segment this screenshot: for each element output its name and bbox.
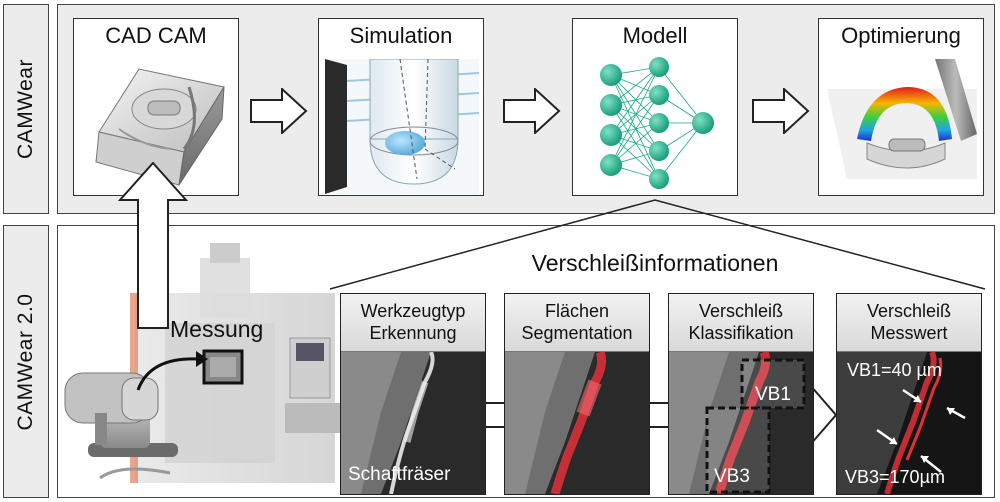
feedback-up-arrow bbox=[118, 162, 188, 329]
tile-segmentation: Flächen Segmentation bbox=[504, 293, 650, 495]
card-title: Modell bbox=[622, 23, 688, 48]
vb3-label: VB3 bbox=[714, 466, 750, 487]
tile-klassifikation: Verschleiß Klassifikation VB1 VB3 bbox=[668, 293, 814, 495]
tile-title-line2: Erkennung bbox=[369, 323, 457, 343]
tile-title-line2: Messwert bbox=[870, 323, 948, 343]
card-title: Optimierung bbox=[841, 23, 961, 48]
classification-micrograph bbox=[669, 352, 813, 494]
card-title: Simulation bbox=[349, 23, 453, 48]
neural-network-image bbox=[600, 57, 714, 189]
tile-werkzeugtyp: Werkzeugtyp Erkennung Schaftfräser bbox=[340, 293, 486, 495]
vb3-value-label: VB3=170µm bbox=[845, 467, 945, 487]
tile-title-line1: Verschleiß bbox=[866, 301, 952, 321]
tool-type-label: Schaftfräser bbox=[348, 464, 451, 485]
flow-arrow-3 bbox=[752, 88, 810, 134]
camwear-side-label: CAMWear bbox=[3, 4, 49, 214]
vb1-label: VB1 bbox=[755, 384, 791, 405]
segmentation-micrograph bbox=[505, 352, 649, 494]
measurement-micrograph bbox=[837, 352, 981, 494]
tile-title-line1: Flächen bbox=[544, 301, 610, 321]
tile-title-line2: Klassifikation bbox=[688, 323, 794, 343]
card-simulation: Simulation bbox=[318, 18, 484, 196]
card-modell: Modell bbox=[572, 18, 738, 196]
tile-title-line2: Segmentation bbox=[521, 323, 633, 343]
tile-title-line1: Verschleiß bbox=[698, 301, 784, 321]
wear-info-title: Verschleißinformationen bbox=[531, 250, 779, 276]
optimization-heatmap-image bbox=[827, 59, 977, 179]
card-optimierung: Optimierung bbox=[818, 18, 984, 196]
measurement-label: Messung bbox=[170, 316, 264, 342]
tile-title-line1: Werkzeugtyp bbox=[360, 301, 466, 321]
flow-arrow-2 bbox=[503, 88, 561, 134]
wear-info-triangle bbox=[329, 199, 986, 290]
flow-arrow-1 bbox=[250, 88, 308, 134]
tool-micrograph bbox=[341, 352, 485, 494]
cad-part-image bbox=[95, 68, 225, 186]
card-title: CAD CAM bbox=[105, 23, 207, 48]
simulation-image bbox=[325, 59, 479, 194]
camwear2-side-label: CAMWear 2.0 bbox=[3, 225, 49, 498]
tile-messwert: Verschleiß Messwert VB1=40 µm VB3=170µm bbox=[836, 293, 982, 495]
measurement-curved-arrow bbox=[136, 351, 208, 391]
vb1-value-label: VB1=40 µm bbox=[847, 360, 942, 380]
